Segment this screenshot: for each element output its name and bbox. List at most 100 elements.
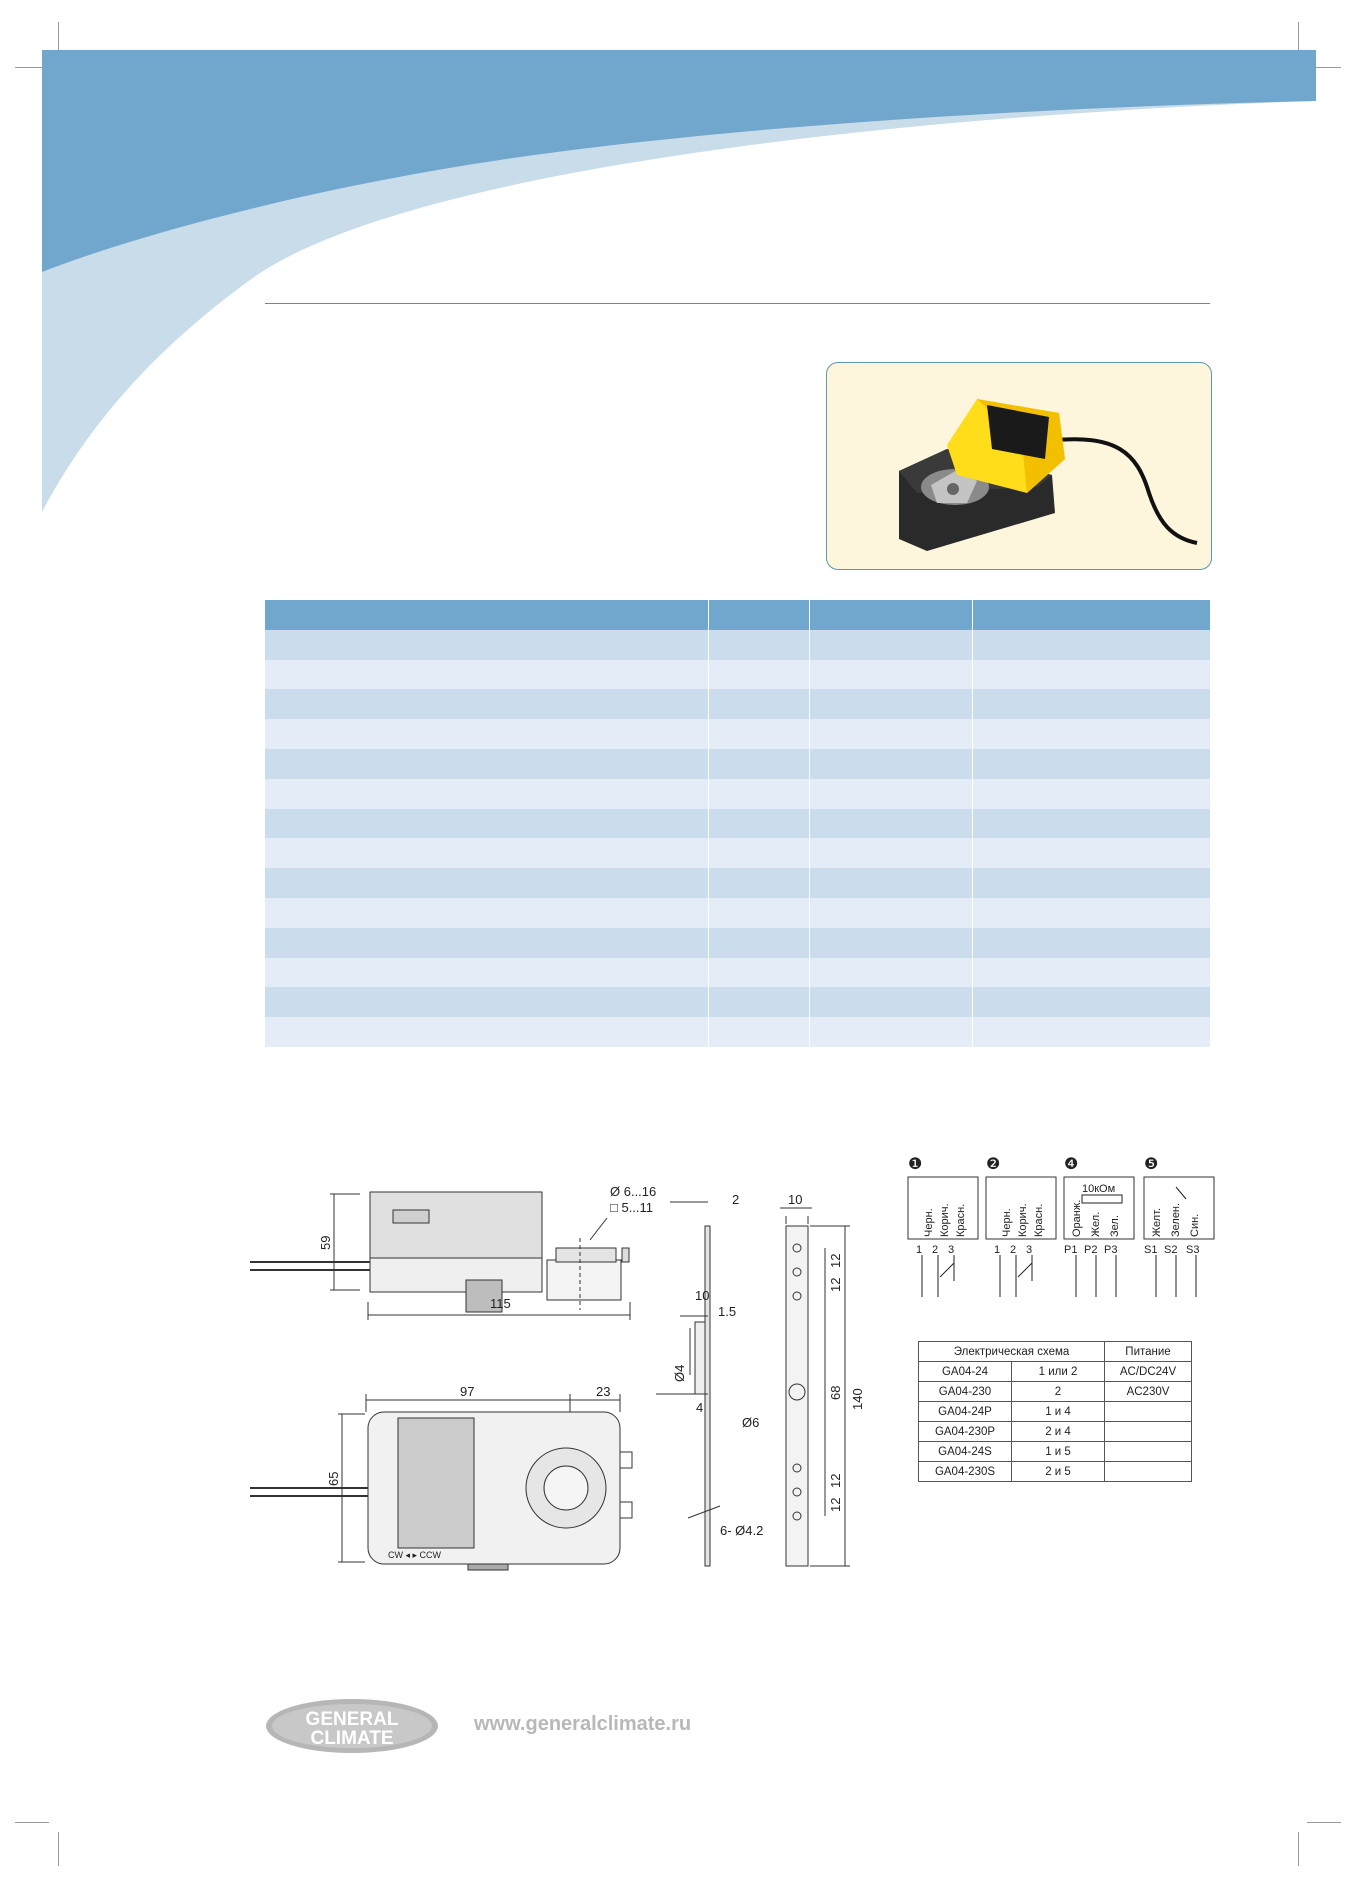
- spec-cell: [810, 898, 973, 928]
- spec-cell: [810, 659, 973, 690]
- spec-cell: [265, 957, 709, 988]
- header-rule: [265, 303, 1210, 304]
- spec-cell: [709, 659, 810, 690]
- crop-mark-bottom-right-v: [1298, 1832, 1299, 1866]
- schema-diagram-cell: 1 или 2: [1011, 1361, 1105, 1382]
- spec-cell: [810, 957, 973, 988]
- spec-cell: [810, 1017, 973, 1048]
- spec-cell: [973, 898, 1210, 928]
- crop-mark-bottom-right-h: [1307, 1822, 1341, 1823]
- crop-mark-bottom-left-v: [58, 1832, 59, 1866]
- spec-cell: [810, 868, 973, 899]
- schema-model-cell: GA04-230S: [918, 1461, 1012, 1482]
- spec-cell: [265, 1017, 709, 1048]
- wiring-5-term-1: S1: [1144, 1244, 1157, 1256]
- wiring-1-wire-3: Красн.: [955, 1204, 967, 1237]
- dim-hole-4: Ø4: [672, 1365, 687, 1382]
- wiring-5-wire-3: Син.: [1189, 1214, 1201, 1237]
- spec-cell: [973, 629, 1210, 660]
- schema-header-scheme: Электрическая схема: [918, 1341, 1105, 1362]
- actuator-bottom-view: [250, 1394, 633, 1571]
- dim-pitch-2: 12: [828, 1278, 843, 1292]
- schema-model-cell: GA04-230P: [918, 1421, 1012, 1442]
- schema-model-cell: GA04-230: [918, 1381, 1012, 1402]
- spec-cell: [810, 749, 973, 779]
- spec-cell: [709, 749, 810, 779]
- bracket-side-view: [656, 1201, 721, 1567]
- spec-cell: [709, 868, 810, 899]
- wiring-2-term-3: 3: [1026, 1244, 1032, 1256]
- spec-cell: [709, 838, 810, 869]
- schema-diagram-cell: 2 и 4: [1011, 1421, 1105, 1442]
- logo-line-1: GENERAL: [306, 1709, 399, 1730]
- wiring-4-term-1: P1: [1064, 1244, 1077, 1256]
- spec-cell: [709, 629, 810, 660]
- wiring-4-term-2: P2: [1084, 1244, 1097, 1256]
- spec-cell: [265, 719, 709, 750]
- spec-cell: [265, 659, 709, 690]
- spec-cell: [265, 600, 709, 630]
- spec-cell: [709, 600, 810, 630]
- spec-cell: [265, 868, 709, 899]
- spec-cell: [973, 808, 1210, 839]
- spec-cell: [709, 1017, 810, 1048]
- crop-mark-bottom-left-h: [15, 1822, 49, 1823]
- spec-cell: [810, 600, 973, 630]
- spec-cell: [973, 868, 1210, 899]
- spec-cell: [709, 927, 810, 958]
- wiring-2-number: ❷: [986, 1156, 1000, 1173]
- actuator-side-view: [250, 1191, 631, 1320]
- spec-cell: [265, 987, 709, 1018]
- wiring-1-wire-2: Корич.: [939, 1203, 951, 1237]
- spec-table-row: [265, 868, 1210, 899]
- crop-mark-top-left-v: [58, 22, 59, 56]
- dim-bracket-width: 10: [788, 1192, 802, 1207]
- spec-cell: [709, 957, 810, 988]
- spec-cell: [973, 600, 1210, 630]
- wiring-1-term-2: 2: [932, 1244, 938, 1256]
- schema-header-power: Питание: [1104, 1341, 1192, 1362]
- header-swoosh: [42, 50, 1316, 512]
- wiring-5-term-2: S2: [1164, 1244, 1177, 1256]
- spec-table-row: [265, 957, 1210, 988]
- spec-table-row: [265, 659, 1210, 690]
- spec-table-row: [265, 808, 1210, 839]
- wiring-5-wire-2: Зелен.: [1170, 1203, 1182, 1237]
- logo-line-2: CLIMATE: [310, 1728, 393, 1749]
- dimension-drawings: 59 115 Ø 6...16 □ 5...11 97 23 65 CW ◂ ▸…: [250, 1184, 865, 1571]
- dim-center-hole: Ø6: [742, 1415, 759, 1430]
- website-link[interactable]: www.generalclimate.ru: [474, 1713, 692, 1735]
- spec-cell: [709, 719, 810, 750]
- wiring-5-term-3: S3: [1186, 1244, 1199, 1256]
- wiring-1-term-3: 3: [948, 1244, 954, 1256]
- wiring-2-term-1: 1: [994, 1244, 1000, 1256]
- schema-power-cell: [1104, 1441, 1192, 1462]
- dim-height-59: 59: [318, 1236, 333, 1250]
- spec-cell: [973, 957, 1210, 988]
- spec-cell: [810, 927, 973, 958]
- dim-shaft-square: □ 5...11: [610, 1200, 653, 1215]
- spec-cell: [709, 898, 810, 928]
- spec-cell: [709, 808, 810, 839]
- dim-total-140: 140: [850, 1388, 865, 1410]
- wiring-diagrams: ❶ Черн. Корич. Красн. 1 2 3 ❷ Черн. Кори…: [907, 1156, 1215, 1297]
- dim-shaft-round: Ø 6...16: [610, 1184, 656, 1199]
- rotation-direction-label: CW ◂ ▸ CCW: [388, 1550, 442, 1560]
- spec-cell: [973, 927, 1210, 958]
- spec-cell: [973, 689, 1210, 720]
- spec-cell: [810, 808, 973, 839]
- dim-offset-23: 23: [596, 1384, 610, 1399]
- wiring-4-wire-3: Зел.: [1109, 1215, 1121, 1237]
- wiring-4-wire-1: Оранж.: [1071, 1200, 1083, 1237]
- spec-cell: [973, 778, 1210, 809]
- wiring-1-wire-1: Черн.: [923, 1208, 935, 1237]
- spec-table-row: [265, 987, 1210, 1018]
- spec-cell: [810, 838, 973, 869]
- spec-cell: [810, 719, 973, 750]
- schema-diagram-cell: 2 и 5: [1011, 1461, 1105, 1482]
- spec-table-row: [265, 927, 1210, 958]
- spec-table-row: [265, 898, 1210, 928]
